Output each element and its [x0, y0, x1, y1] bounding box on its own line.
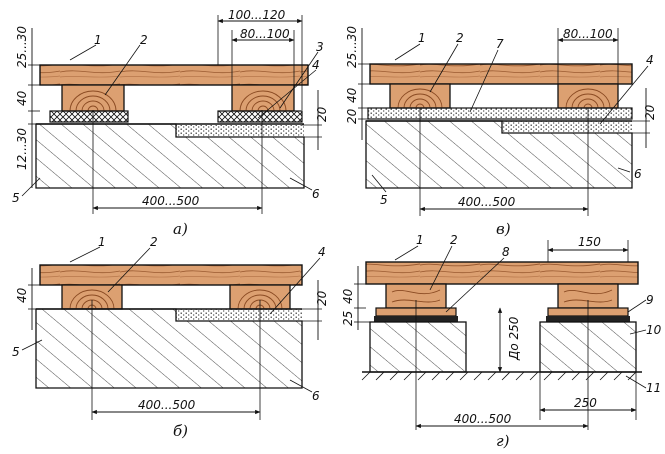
joist-left	[389, 83, 451, 109]
floor-board	[39, 264, 303, 286]
underlay-layer	[367, 107, 633, 120]
callout-10: 10	[646, 323, 662, 337]
caption-a: а)	[173, 220, 188, 238]
floor-board	[39, 64, 309, 86]
sand-layer	[176, 125, 304, 137]
callout-6: 6	[634, 167, 642, 181]
dim-outer-width: 100...120	[228, 8, 286, 22]
sand-layer	[176, 309, 302, 321]
caption-g: г)	[496, 432, 510, 450]
dim-pad: 25	[341, 311, 355, 326]
callout-2: 2	[140, 33, 148, 47]
callout-5: 5	[380, 193, 388, 207]
dim-span: 400...500	[138, 398, 196, 412]
callout-1: 1	[98, 235, 106, 249]
panel-v: 80...100 400...500 25...30 40 20 20 1 2 …	[345, 26, 657, 238]
dim-post-width: 250	[574, 396, 597, 410]
callout-6: 6	[312, 389, 320, 403]
callout-11: 11	[646, 381, 661, 395]
dim-board: 25...30	[345, 26, 359, 68]
callout-4: 4	[646, 53, 654, 67]
dim-joist: 40	[15, 287, 29, 303]
dim-joist: 40	[345, 87, 359, 103]
ground-hatch	[361, 371, 637, 381]
caption-v: в)	[496, 220, 511, 238]
callout-9: 9	[646, 293, 654, 307]
dim-base: 12...30	[15, 128, 29, 170]
dim-pad: 20	[315, 290, 329, 306]
dim-joist: 40	[341, 288, 355, 304]
dim-pad: 20	[315, 106, 329, 122]
callout-2: 2	[450, 233, 458, 247]
concrete-base	[35, 308, 303, 389]
dim-joist: 40	[15, 90, 29, 106]
dim-span: 400...500	[454, 412, 512, 426]
callout-4: 4	[312, 58, 320, 72]
caption-b: б)	[173, 422, 188, 440]
pad-left	[49, 110, 129, 123]
dim-height: До 250	[507, 316, 521, 361]
dim-inner-width: 80...100	[240, 27, 290, 41]
joist-right	[231, 84, 295, 112]
callout-1: 1	[416, 233, 424, 247]
joist-right	[557, 83, 619, 109]
callout-3: 3	[316, 40, 324, 54]
dim-board: 25...30	[15, 26, 29, 68]
brick-post-left	[369, 321, 467, 373]
joist-left	[61, 84, 125, 112]
callout-4: 4	[318, 245, 326, 259]
callout-1: 1	[418, 31, 426, 45]
dim-top-width: 150	[578, 235, 601, 249]
callout-7: 7	[496, 37, 504, 51]
sand-layer	[502, 121, 632, 133]
callout-5: 5	[12, 345, 20, 359]
dim-layer: 20	[345, 108, 359, 124]
floor-board	[369, 63, 633, 85]
callout-6: 6	[312, 187, 320, 201]
panel-a: 100...120 80...100 400...500 25...30 40 …	[12, 8, 329, 238]
callout-1: 1	[94, 33, 102, 47]
callout-2: 2	[150, 235, 158, 249]
floor-board	[365, 261, 639, 285]
dim-span: 400...500	[142, 194, 200, 208]
callout-8: 8	[502, 245, 510, 259]
dim-span: 400...500	[458, 195, 516, 209]
callout-5: 5	[12, 191, 20, 205]
dim-inner-width: 80...100	[563, 27, 613, 41]
panel-g: 150 400...500 250 До 250 40 25 1 2 8 9 1…	[341, 233, 662, 450]
callout-2: 2	[456, 31, 464, 45]
dim-pad: 20	[643, 104, 657, 120]
panel-b: 400...500 40 20 1 2 4 5 6 б)	[12, 235, 329, 440]
